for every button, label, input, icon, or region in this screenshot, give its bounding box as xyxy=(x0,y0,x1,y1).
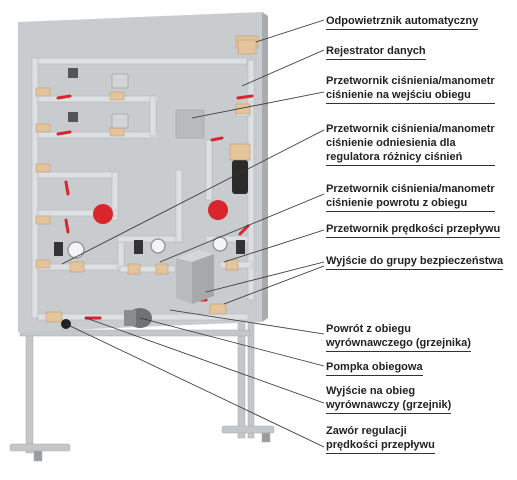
pump-text: Pompka obiegowa xyxy=(326,360,423,376)
red-knob-right xyxy=(208,200,228,220)
red-knob-left xyxy=(93,204,113,224)
label-pump: Pompka obiegowa xyxy=(326,360,423,376)
pt-return-line-2: ciśnienie powrotu z obiegu xyxy=(326,196,495,212)
label-safety-outlet: Wyjście do grupy bezpieczeństwa xyxy=(326,254,504,270)
return-expansion-line-2: wyrównawczego (grzejnika) xyxy=(326,336,471,352)
air-vent xyxy=(237,39,257,55)
fittings xyxy=(35,35,259,323)
label-flow-valve: Zawór regulacji prędkości przepływu xyxy=(326,424,435,454)
pt-return-line-1: Przetwornik ciśnienia/manometr xyxy=(326,183,495,195)
flow-valve-line-2: prędkości przepływu xyxy=(326,438,435,454)
stand-frame xyxy=(9,309,275,462)
label-pt-return: Przetwornik ciśnienia/manometr ciśnienie… xyxy=(326,182,495,212)
data-logger-box xyxy=(175,109,205,139)
label-return-expansion: Powrót z obiegu wyrównawczego (grzejnika… xyxy=(326,322,471,352)
label-pt-inlet: Przetwornik ciśnienia/manometr ciśnienie… xyxy=(326,74,495,104)
pt-inlet-line-1: Przetwornik ciśnienia/manometr xyxy=(326,75,495,87)
leader-lines xyxy=(61,19,325,448)
valve-handles xyxy=(56,94,254,320)
outlet-expansion-line-2: wyrównawczy (grzejnik) xyxy=(326,398,452,414)
return-expansion-line-1: Powrót z obiegu xyxy=(326,323,411,335)
regulator-canister xyxy=(232,160,248,194)
air-vent-text: Odpowietrznik automatyczny xyxy=(326,14,479,30)
pt-reference-line-3: regulatora różnicy ciśnień xyxy=(326,150,495,166)
label-data-logger: Rejestrator danych xyxy=(326,44,426,60)
regulator-top xyxy=(229,143,251,161)
label-outlet-expansion: Wyjście na obieg wyrównawczy (grzejnik) xyxy=(326,384,452,414)
flow-transducer-text: Przetwornik prędkości przepływu xyxy=(326,222,501,238)
pt-inlet-line-2: ciśnienie na wejściu obiegu xyxy=(326,88,495,104)
flow-valve-line-1: Zawór regulacji xyxy=(326,425,407,437)
label-flow-transducer: Przetwornik prędkości przepływu xyxy=(326,222,501,238)
data-logger-text: Rejestrator danych xyxy=(326,44,426,60)
pump-motor xyxy=(124,310,136,326)
flow-transducer-box xyxy=(176,250,214,304)
label-pt-reference: Przetwornik ciśnienia/manometr ciśnienie… xyxy=(326,122,495,166)
label-air-vent: Odpowietrznik automatyczny xyxy=(326,14,479,30)
gauges xyxy=(54,68,245,259)
safety-outlet-text: Wyjście do grupy bezpieczeństwa xyxy=(326,254,504,270)
pt-reference-line-1: Przetwornik ciśnienia/manometr xyxy=(326,123,495,135)
pt-reference-line-2: ciśnienie odniesienia dla xyxy=(326,137,456,149)
outlet-expansion-line-1: Wyjście na obieg xyxy=(326,385,416,397)
